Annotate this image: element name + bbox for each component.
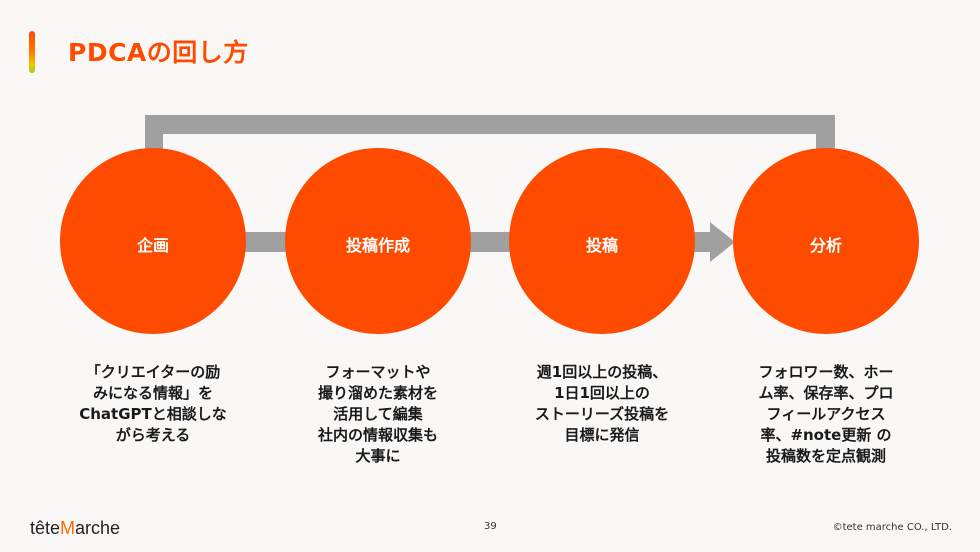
company-logo: têteMarche [30, 518, 120, 539]
step-label-create: 投稿作成 [345, 236, 410, 255]
logo-text-m: M [60, 518, 76, 538]
step-label-plan: 企画 [136, 236, 169, 255]
logo-text-prefix: tête [30, 518, 61, 538]
copyright: ©tete marche CO., LTD. [832, 522, 952, 533]
connector-1-2 [240, 232, 300, 252]
step-circle-analyze [733, 148, 919, 334]
title-accent-bar [29, 31, 35, 73]
step-description-plan: 「クリエイターの励 みになる情報」を ChatGPTと相談しな がら考える [79, 363, 227, 444]
step-description-create: フォーマットや 撮り溜めた素材を 活用して編集 社内の情報収集も 大事に [317, 363, 438, 465]
page-title: PDCAの回し方 [68, 38, 249, 67]
step-circle-create [285, 148, 471, 334]
step-label-analyze: 分析 [809, 236, 842, 255]
page-number: 39 [484, 521, 497, 532]
step-circle-post [509, 148, 695, 334]
logo-text-suffix: arche [75, 518, 121, 538]
step-label-post: 投稿 [585, 236, 618, 255]
step-circle-plan [60, 148, 246, 334]
connector-arrow-head [710, 222, 735, 262]
loop-top-bar [145, 115, 835, 134]
step-description-analyze: フォロワー数、ホー ム率、保存率、プロ フィールアクセス 率、#note更新 の… [758, 363, 894, 465]
step-description-post: 週1回以上の投稿、 1日1回以上の ストーリーズ投稿を 目標に発信 [534, 363, 670, 444]
connector-3-4 [690, 232, 712, 252]
